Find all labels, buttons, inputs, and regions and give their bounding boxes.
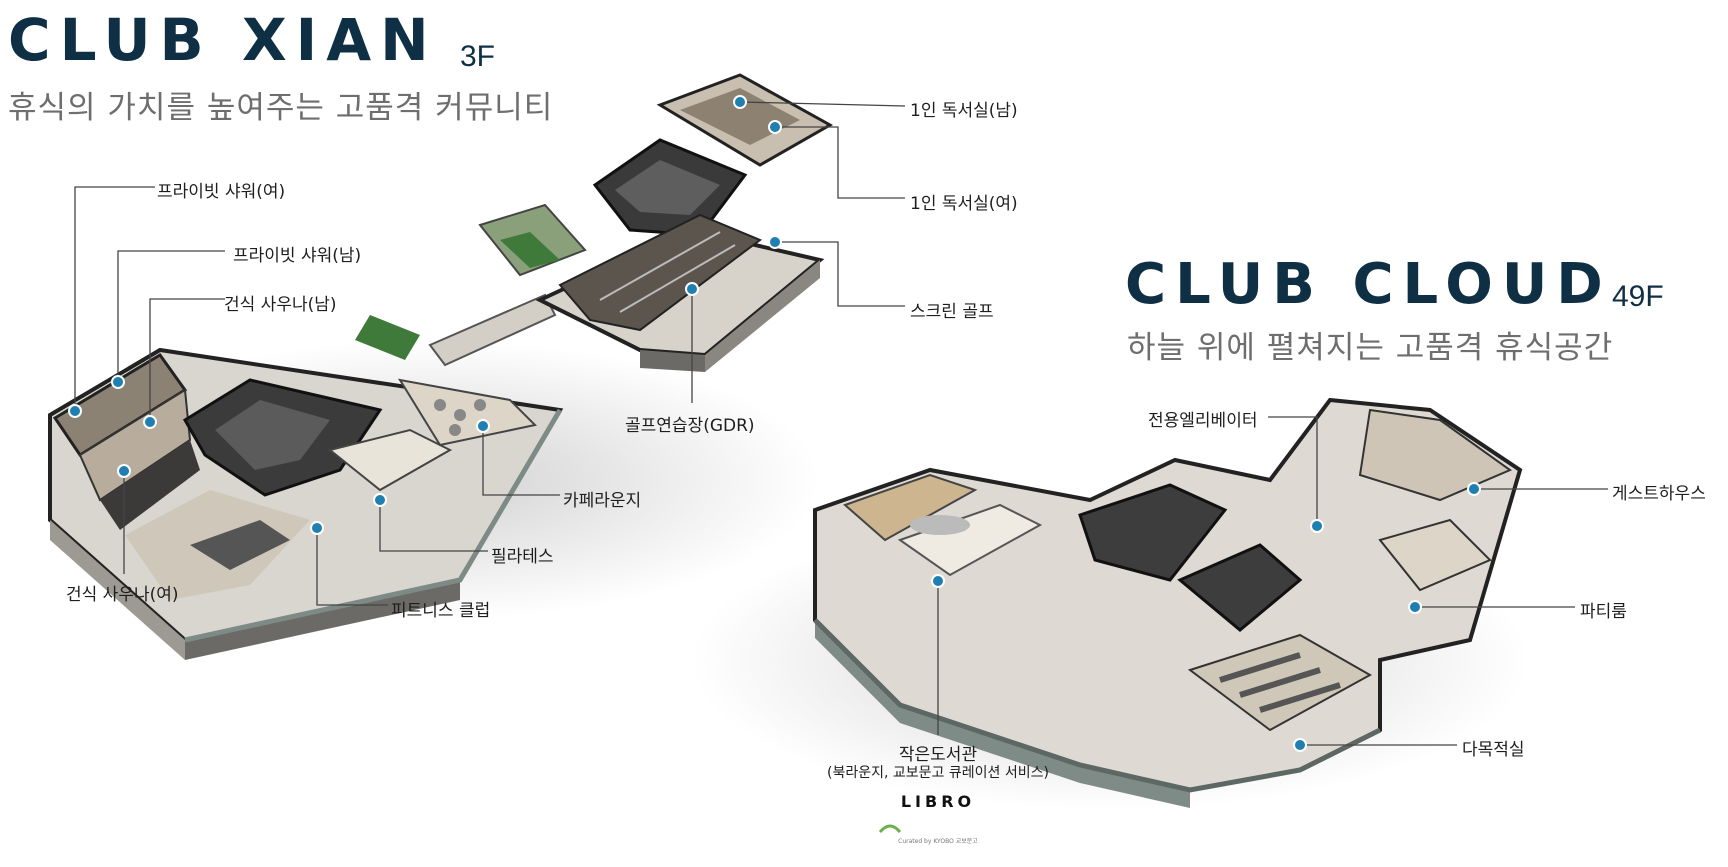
xian-floor-label: 3F [460,40,496,73]
marker-shower-f [68,404,82,418]
label-sauna-f: 건식 사우나(여) [66,585,179,605]
label-reading-m: 1인 독서실(남) [910,101,1018,121]
marker-fitness [310,521,324,535]
label-pilates: 필라테스 [491,547,554,567]
marker-reading-m [733,95,747,109]
marker-multipurpose [1293,738,1307,752]
cloud-subtitle: 하늘 위에 펼쳐지는 고품격 휴식공간 [1127,330,1614,366]
label-shower-f: 프라이빗 샤워(여) [157,182,286,202]
marker-shower-m [111,375,125,389]
label-multipurpose: 다목적실 [1462,740,1525,760]
marker-screen-golf [768,235,782,249]
cloud-brand-title: CLUB CLOUD [1125,252,1612,317]
marker-library [931,574,945,588]
xian-bridge [428,293,557,367]
label-reading-f: 1인 독서실(여) [910,194,1018,214]
label-cafe: 카페라운지 [563,491,642,511]
libro-logo: LIBRO [900,792,976,811]
location-markers [68,95,1481,752]
label-screen-golf: 스크린 골프 [910,302,994,322]
libro-leaf-icon [878,824,902,834]
label-shower-m: 프라이빗 샤워(남) [233,246,362,266]
marker-cafe [476,419,490,433]
xian-left-building [48,315,564,660]
cloud-floor-label: 49F [1612,280,1664,313]
label-library-sub: (북라운지, 교보문고 큐레이션 서비스) [827,765,1049,781]
label-elevator: 전용엘리베이터 [1148,411,1258,431]
xian-right-building [478,73,834,372]
marker-elevator [1310,519,1324,533]
label-library: 작은도서관 [898,745,978,765]
label-golf-gdr: 골프연습장(GDR) [625,416,755,436]
label-party: 파티룸 [1580,602,1627,622]
label-fitness: 피트니스 클럽 [391,601,491,621]
label-guesthouse: 게스트하우스 [1612,484,1706,504]
cloud-building [813,397,1523,808]
marker-party [1408,600,1422,614]
xian-subtitle: 휴식의 가치를 높여주는 고품격 커뮤니티 [8,90,554,126]
marker-reading-f [768,120,782,134]
marker-sauna-m [143,415,157,429]
marker-guesthouse [1467,482,1481,496]
xian-brand-title: CLUB XIAN [8,6,438,74]
libro-logo-sub: Curated by KYOBO 교보문고 [898,838,978,845]
label-sauna-m: 건식 사우나(남) [224,295,337,315]
marker-sauna-f [117,464,131,478]
marker-golf-gdr [685,282,699,296]
marker-pilates [373,493,387,507]
